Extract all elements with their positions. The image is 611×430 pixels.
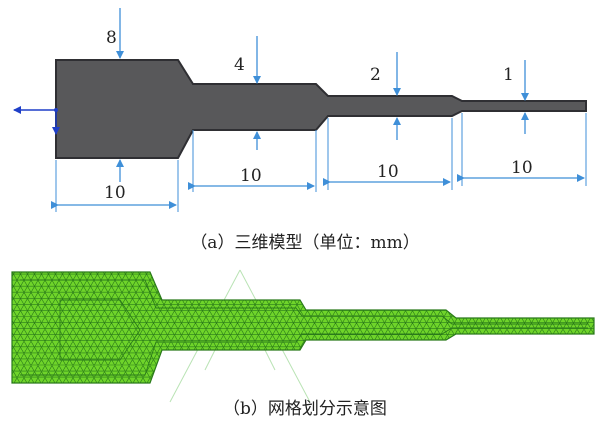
dimension-label-3: 10: [377, 162, 399, 182]
dimension-lines: [51, 174, 585, 209]
step-label-2: 2: [370, 65, 381, 85]
caption-a: （a）三维模型（单位：mm）: [190, 233, 419, 253]
caption-b: （b）网格划分示意图: [223, 399, 387, 419]
dimension-label-4: 10: [511, 158, 533, 178]
mesh-outline: [11, 271, 595, 384]
mesh-lines: [12, 272, 594, 383]
coordinate-axes: [13, 106, 60, 135]
model-a: 8 4 2 1 10: [13, 8, 587, 253]
mesh-contours: [20, 279, 588, 376]
stepped-shaft-body: [55, 59, 587, 159]
step-label-1: 1: [503, 65, 514, 85]
model-b: （b）网格划分示意图: [11, 269, 595, 419]
dimension-label-1: 10: [104, 183, 126, 203]
thickness-arrows: [116, 8, 529, 182]
step-label-8: 8: [106, 28, 117, 48]
mesh-grid: [12, 272, 594, 383]
dimension-label-2: 10: [240, 166, 262, 186]
step-label-4: 4: [234, 55, 245, 75]
